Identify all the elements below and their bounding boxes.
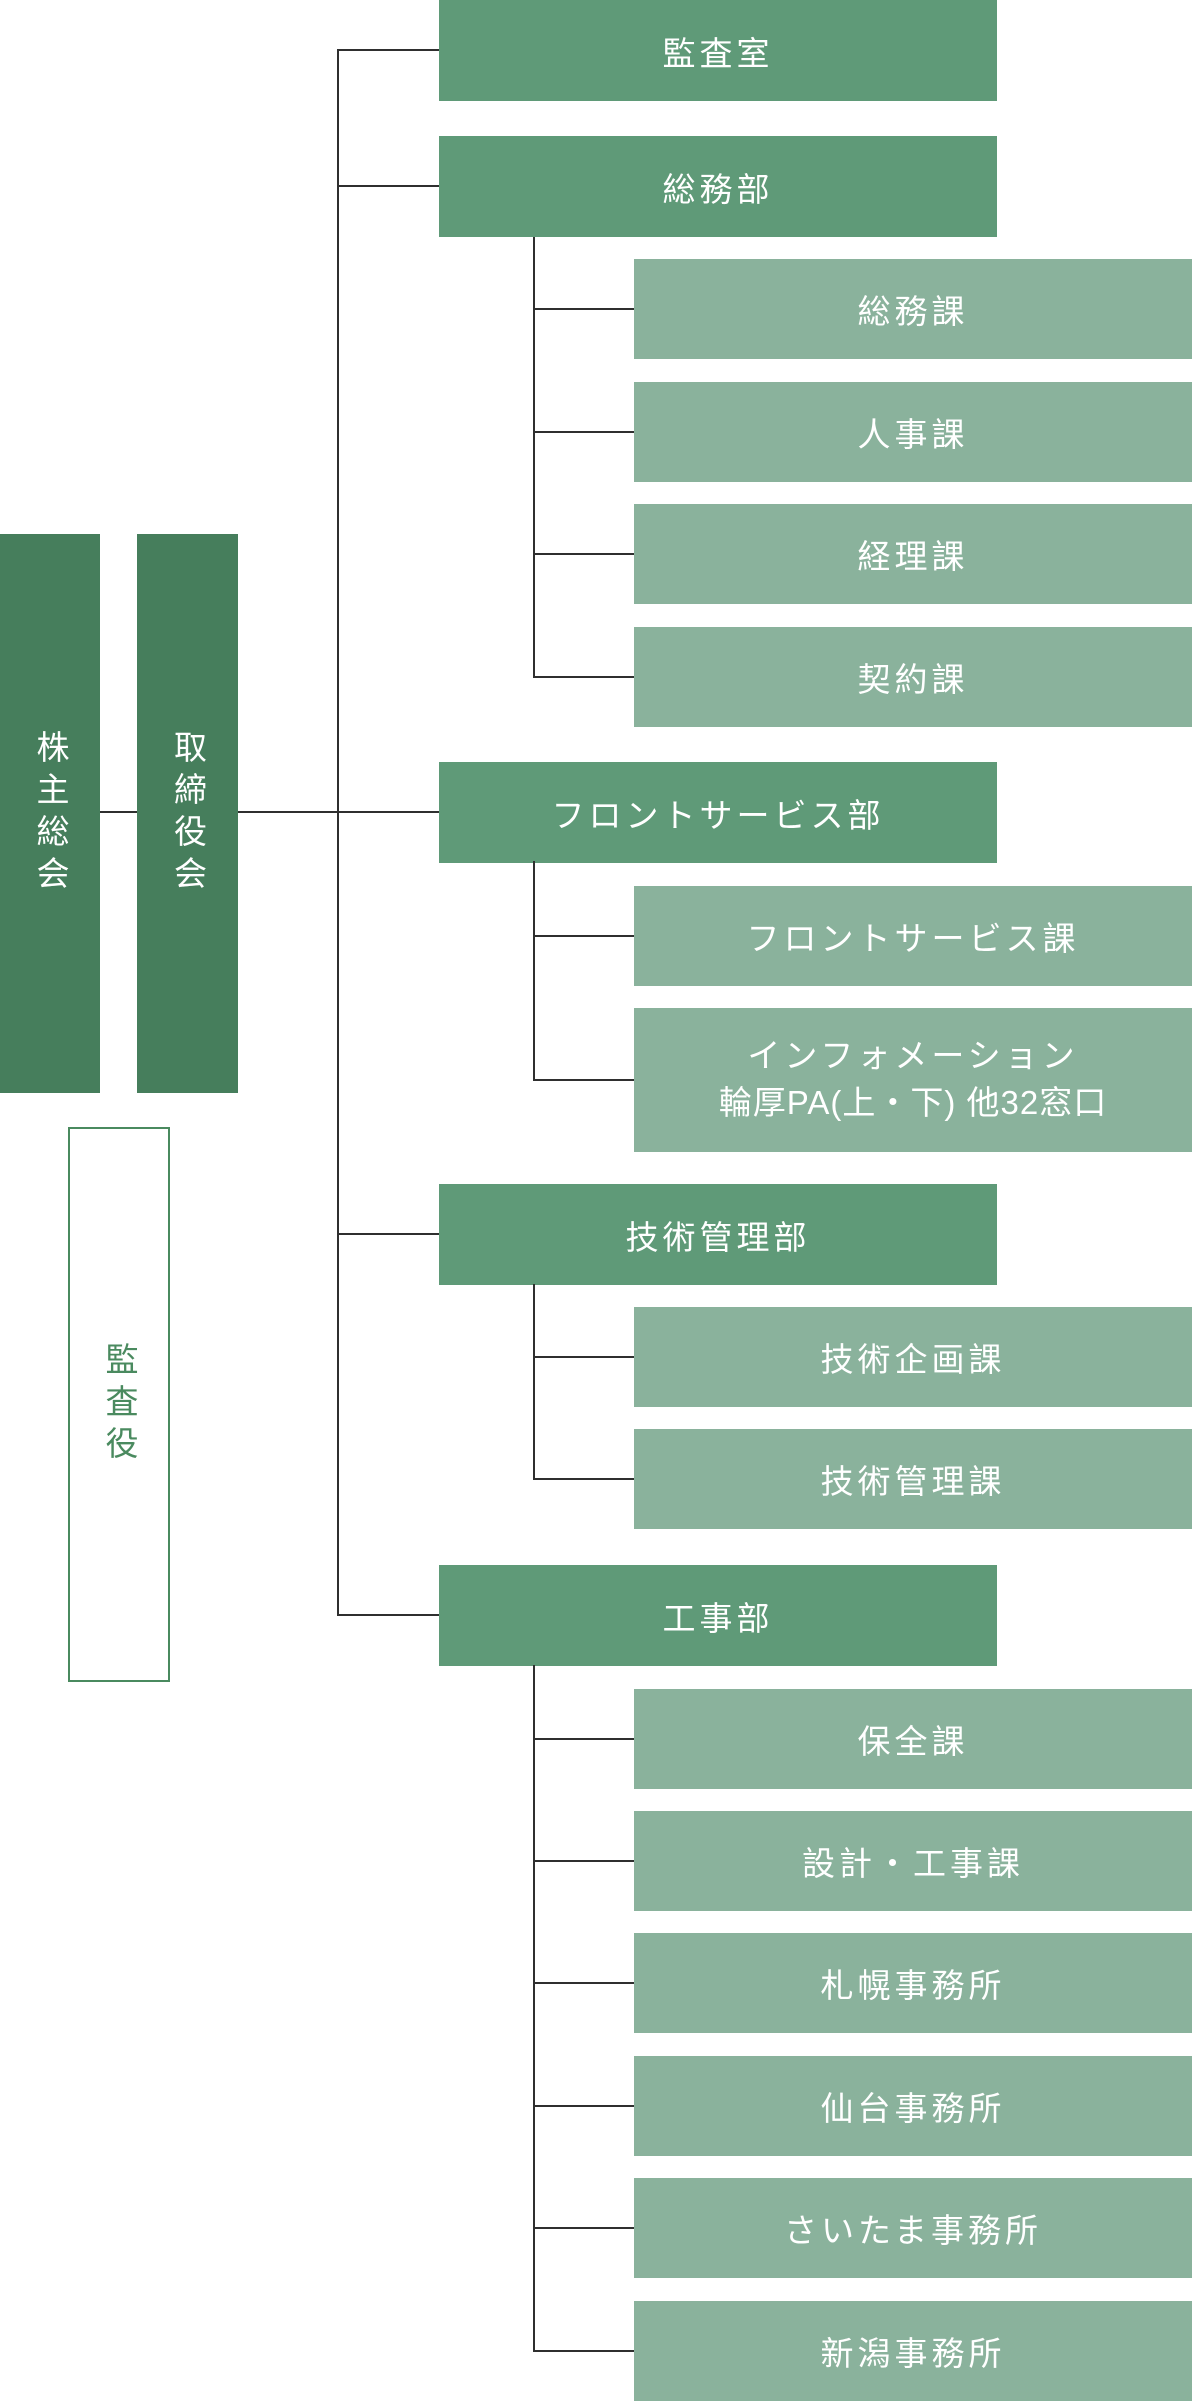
office-sendai: 仙台事務所: [634, 2056, 1192, 2156]
connector-branch-keiyaku-ka: [533, 676, 634, 678]
connector-subtrunk-general-affairs: [533, 237, 535, 678]
org-box-auditors: 監査役: [68, 1127, 170, 1682]
connector-branch-audit-office: [337, 49, 439, 51]
dept-technical-management: 技術管理部: [439, 1184, 997, 1285]
sec-information-line2: 輪厚PA(上・下) 他32窓口: [718, 1084, 1108, 1121]
connector-branch-technical-management: [337, 1233, 439, 1235]
sec-maintenance: 保全課: [634, 1689, 1192, 1789]
connector-board-trunk: [238, 811, 337, 813]
connector-branch-sekkei-koji-ka: [533, 1860, 634, 1862]
connector-branch-technical-planning: [533, 1356, 634, 1358]
sec-information-line1: インフォメーション: [747, 1037, 1079, 1075]
sec-technical-planning: 技術企画課: [634, 1307, 1192, 1407]
sec-contracts: 契約課: [634, 627, 1192, 727]
connector-branch-sapporo: [533, 1982, 634, 1984]
connector-branch-information: [533, 1079, 634, 1081]
office-niigata: 新潟事務所: [634, 2301, 1192, 2401]
sec-general-affairs: 総務課: [634, 259, 1192, 359]
connector-subtrunk-front-service: [533, 861, 535, 1081]
connector-branch-front-service-ka: [533, 935, 634, 937]
connector-shareholders-board: [100, 811, 137, 813]
connector-branch-jinji-ka: [533, 431, 634, 433]
connector-branch-keiri-ka: [533, 553, 634, 555]
connector-subtrunk-construction: [533, 1665, 535, 2352]
org-box-board-of-directors: 取締役会: [137, 534, 238, 1093]
connector-branch-saitama: [533, 2227, 634, 2229]
dept-general-affairs: 総務部: [439, 136, 997, 237]
connector-branch-general-affairs: [337, 185, 439, 187]
connector-main-trunk: [337, 49, 339, 1616]
connector-branch-somu-ka: [533, 308, 634, 310]
connector-branch-construction: [337, 1614, 439, 1616]
dept-front-service: フロントサービス部: [439, 762, 997, 863]
connector-branch-niigata: [533, 2350, 634, 2352]
dept-audit-office: 監査室: [439, 0, 997, 101]
org-box-shareholders-meeting: 株主総会: [0, 534, 100, 1093]
connector-branch-sendai: [533, 2105, 634, 2107]
dept-construction: 工事部: [439, 1565, 997, 1666]
sec-design-construction: 設計・工事課: [634, 1811, 1192, 1911]
connector-branch-technical-management-ka: [533, 1478, 634, 1480]
sec-information-windows: インフォメーション 輪厚PA(上・下) 他32窓口: [634, 1008, 1192, 1152]
sec-technical-management: 技術管理課: [634, 1429, 1192, 1529]
office-saitama: さいたま事務所: [634, 2178, 1192, 2278]
sec-personnel: 人事課: [634, 382, 1192, 482]
connector-branch-front-service: [337, 811, 439, 813]
connector-branch-hozen-ka: [533, 1738, 634, 1740]
sec-front-service: フロントサービス課: [634, 886, 1192, 986]
connector-subtrunk-technical-management: [533, 1284, 535, 1480]
office-sapporo: 札幌事務所: [634, 1933, 1192, 2033]
sec-accounting: 経理課: [634, 504, 1192, 604]
